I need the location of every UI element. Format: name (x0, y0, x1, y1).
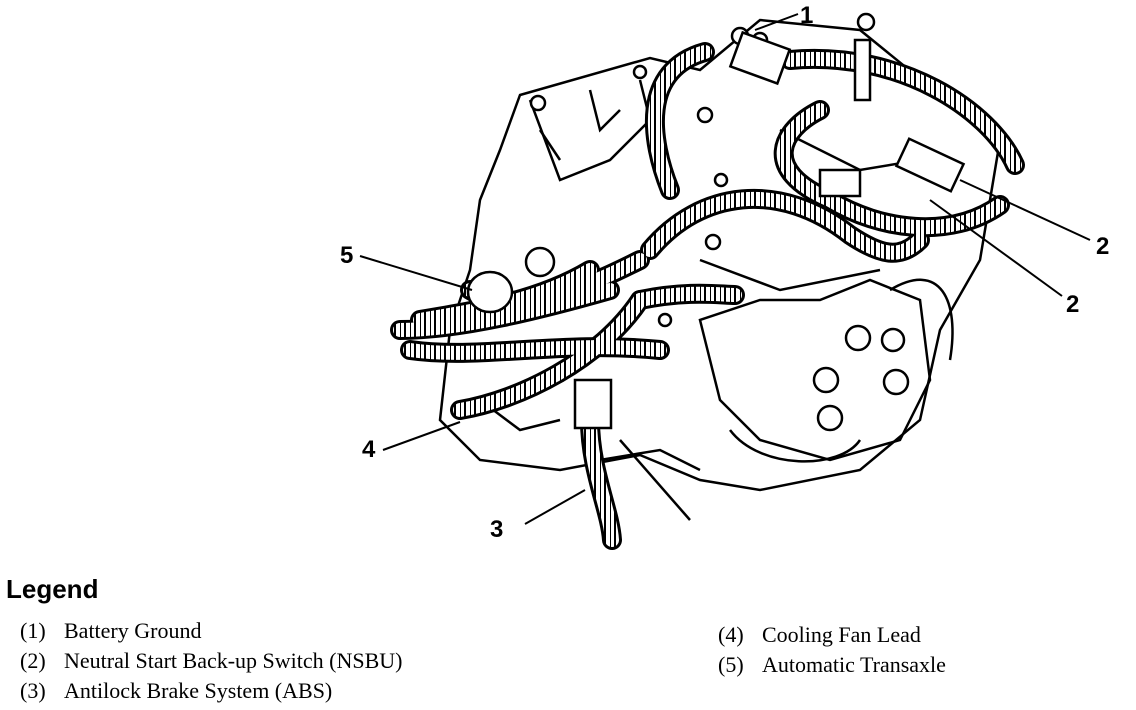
legend-item-number: (2) (20, 648, 46, 673)
callout-5: 5 (340, 242, 354, 269)
legend-item-label: Neutral Start Back-up Switch (NSBU) (64, 648, 403, 673)
legend-item-number: (1) (20, 618, 46, 643)
legend-item-automatic-transaxle: (5) Automatic Transaxle (718, 652, 946, 678)
callout-3: 3 (490, 516, 504, 543)
connectors (466, 30, 966, 430)
legend-item-label: Cooling Fan Lead (762, 622, 921, 647)
legend-item-label: Battery Ground (64, 618, 202, 643)
transaxle-wiring-illustration (359, 12, 1091, 550)
callout-2b: 2 (1066, 291, 1080, 318)
callout-4: 4 (362, 436, 376, 463)
legend-item-number: (3) (20, 678, 46, 703)
transaxle-housing (438, 18, 1002, 521)
legend-item-nsbu: (2) Neutral Start Back-up Switch (NSBU) (20, 648, 403, 674)
legend-title: Legend (6, 574, 99, 604)
leader-lines (359, 13, 1091, 525)
legend-item-cooling-fan-lead: (4) Cooling Fan Lead (718, 622, 921, 648)
legend-item-label: Automatic Transaxle (762, 652, 946, 677)
legend-item-number: (4) (718, 622, 744, 647)
callout-2a: 2 (1096, 233, 1110, 260)
legend-item-abs: (3) Antilock Brake System (ABS) (20, 678, 332, 704)
callout-1: 1 (800, 2, 814, 29)
legend-item-battery-ground: (1) Battery Ground (20, 618, 201, 644)
legend-item-number: (5) (718, 652, 744, 677)
legend-item-label: Antilock Brake System (ABS) (64, 678, 333, 703)
